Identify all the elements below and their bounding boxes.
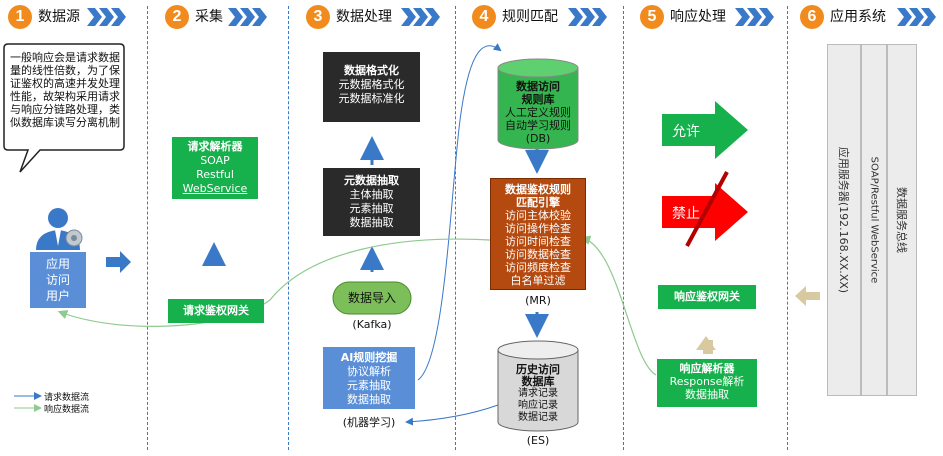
ai-line: 协议解析 xyxy=(347,365,391,378)
step-label-4: 规则匹配 xyxy=(502,9,558,25)
meta-extract-title: 元数据抽取 xyxy=(344,174,399,187)
step-label-3: 数据处理 xyxy=(336,9,392,25)
meta-extract-line: 主体抽取 xyxy=(349,188,394,201)
flow-response-to-user xyxy=(57,238,491,327)
step-label-1: 数据源 xyxy=(38,9,80,25)
rule-db-line: 人工定义规则 xyxy=(505,106,571,119)
history-line: 响应记录 xyxy=(518,400,558,411)
allow-label: 允许 xyxy=(672,124,700,140)
request-parser-box[interactable]: 请求解析器 SOAP Restful WebService xyxy=(172,137,258,199)
engine-line: 访问频度检查 xyxy=(505,261,571,274)
callout-bubble xyxy=(3,43,125,173)
history-db-text[interactable]: 历史访问 数据库 请求记录 响应记录 数据记录 xyxy=(498,364,578,424)
step-badge-2: 2 xyxy=(165,5,189,29)
import-label[interactable]: 数据导入 xyxy=(347,291,396,305)
user-label-3: 用户 xyxy=(45,289,70,303)
deny-label: 禁止 xyxy=(672,206,700,222)
user-icon xyxy=(36,208,83,250)
format-line: 元数据格式化 xyxy=(338,78,405,91)
format-title: 数据格式化 xyxy=(344,64,399,77)
ai-sub: (机器学习) xyxy=(342,416,396,429)
callout-text: 一般响应会是请求数据量的线性倍数，为了保证鉴权的高速并发处理性能，故架构采用请求… xyxy=(10,51,120,129)
webservice-column[interactable]: SOAP/Restful WebService xyxy=(861,44,887,396)
import-shape xyxy=(332,281,412,315)
engine-line: 访问时间检查 xyxy=(505,235,571,248)
step-label-6: 应用系统 xyxy=(830,9,886,25)
step-badge-5: 5 xyxy=(640,5,664,29)
webservice-label: SOAP/Restful WebService xyxy=(868,156,880,284)
rule-db-line: 自动学习规则 xyxy=(505,119,571,132)
ai-line: 元素抽取 xyxy=(347,379,391,392)
response-parser-line: 数据抽取 xyxy=(685,388,729,401)
flow-history-to-ai xyxy=(405,404,499,426)
meta-extract-box[interactable]: 元数据抽取 主体抽取 元素抽取 数据抽取 xyxy=(323,168,420,236)
arrow-app-to-response xyxy=(795,286,820,306)
engine-line: 白名单过滤 xyxy=(510,274,566,287)
kafka-label: (Kafka) xyxy=(352,318,392,331)
deny-slash xyxy=(685,171,729,247)
request-parser-line: SOAP xyxy=(200,154,230,167)
response-gateway-box[interactable]: 响应鉴权网关 xyxy=(658,285,756,309)
ai-title: AI规则挖掘 xyxy=(340,351,398,364)
flow-ai-to-ruledb xyxy=(417,43,502,381)
column-divider xyxy=(787,6,788,450)
history-db-cylinder xyxy=(497,340,579,432)
allow-arrow xyxy=(662,101,748,159)
rule-db-title: 数据访问 xyxy=(516,80,560,93)
step-badge-1: 1 xyxy=(8,5,32,29)
request-parser-title: 请求解析器 xyxy=(187,140,243,153)
column-divider xyxy=(147,6,148,450)
step-label-2: 采集 xyxy=(195,9,223,25)
history-sub: (ES) xyxy=(526,434,550,447)
user-label-1: 应用 xyxy=(45,257,70,271)
data-bus-label: 数据服务总线 xyxy=(895,187,908,253)
rule-db-sub: (DB) xyxy=(525,132,551,145)
arrow-up-response xyxy=(703,340,713,354)
history-line: 请求记录 xyxy=(518,388,558,399)
column-divider xyxy=(623,6,624,450)
rule-db-title: 规则库 xyxy=(521,93,555,106)
step-label-5: 响应处理 xyxy=(670,9,726,25)
ai-box[interactable]: AI规则挖掘 协议解析 元素抽取 数据抽取 xyxy=(323,347,415,409)
format-line: 元数据标准化 xyxy=(338,92,405,105)
engine-sub: (MR) xyxy=(525,294,551,307)
engine-title: 数据鉴权规则 xyxy=(505,183,571,196)
flow-response-to-engine xyxy=(580,235,657,376)
ai-line: 数据抽取 xyxy=(347,393,391,406)
history-title: 数据库 xyxy=(521,375,555,388)
app-server-label: 应用服务器(192.168.XX.XX) xyxy=(837,146,850,294)
step-badge-6: 6 xyxy=(800,5,824,29)
app-server-column[interactable]: 应用服务器(192.168.XX.XX) xyxy=(827,44,861,396)
request-parser-line: Restful xyxy=(196,168,234,181)
engine-title: 匹配引擎 xyxy=(516,196,560,209)
format-box[interactable]: 数据格式化 元数据格式化 元数据标准化 xyxy=(323,52,420,122)
request-gateway-box[interactable]: 请求鉴权网关 xyxy=(168,299,264,323)
column-divider xyxy=(455,6,456,450)
engine-line: 访问主体校验 xyxy=(505,209,571,222)
meta-extract-line: 元素抽取 xyxy=(349,202,394,215)
rule-db-cylinder xyxy=(497,58,579,150)
history-title: 历史访问 xyxy=(516,363,560,376)
engine-box[interactable]: 数据鉴权规则 匹配引擎 访问主体校验 访问操作检查 访问时间检查 访问数据检查 … xyxy=(490,178,586,290)
response-parser-title: 响应解析器 xyxy=(679,362,735,375)
step-badge-3: 3 xyxy=(306,5,330,29)
app-user-box[interactable]: 应用 访问 用户 xyxy=(30,252,86,308)
engine-line: 访问操作检查 xyxy=(505,222,571,235)
response-parser-box[interactable]: 响应解析器 Response解析 数据抽取 xyxy=(657,359,757,407)
engine-line: 访问数据检查 xyxy=(505,248,571,261)
step-badge-4: 4 xyxy=(472,5,496,29)
column-divider xyxy=(288,6,289,450)
request-parser-line: WebService xyxy=(182,182,248,195)
legend-response: 响应数据流 xyxy=(44,405,90,415)
rule-db-text[interactable]: 数据访问 规则库 人工定义规则 自动学习规则 (DB) xyxy=(498,80,578,145)
history-line: 数据记录 xyxy=(518,412,558,423)
legend-request: 请求数据流 xyxy=(44,393,90,403)
response-parser-line: Response解析 xyxy=(669,375,745,388)
meta-extract-line: 数据抽取 xyxy=(349,216,394,229)
user-label-2: 访问 xyxy=(45,273,70,287)
arrow-user-to-gateway xyxy=(106,251,131,273)
data-bus-column[interactable]: 数据服务总线 xyxy=(887,44,917,396)
